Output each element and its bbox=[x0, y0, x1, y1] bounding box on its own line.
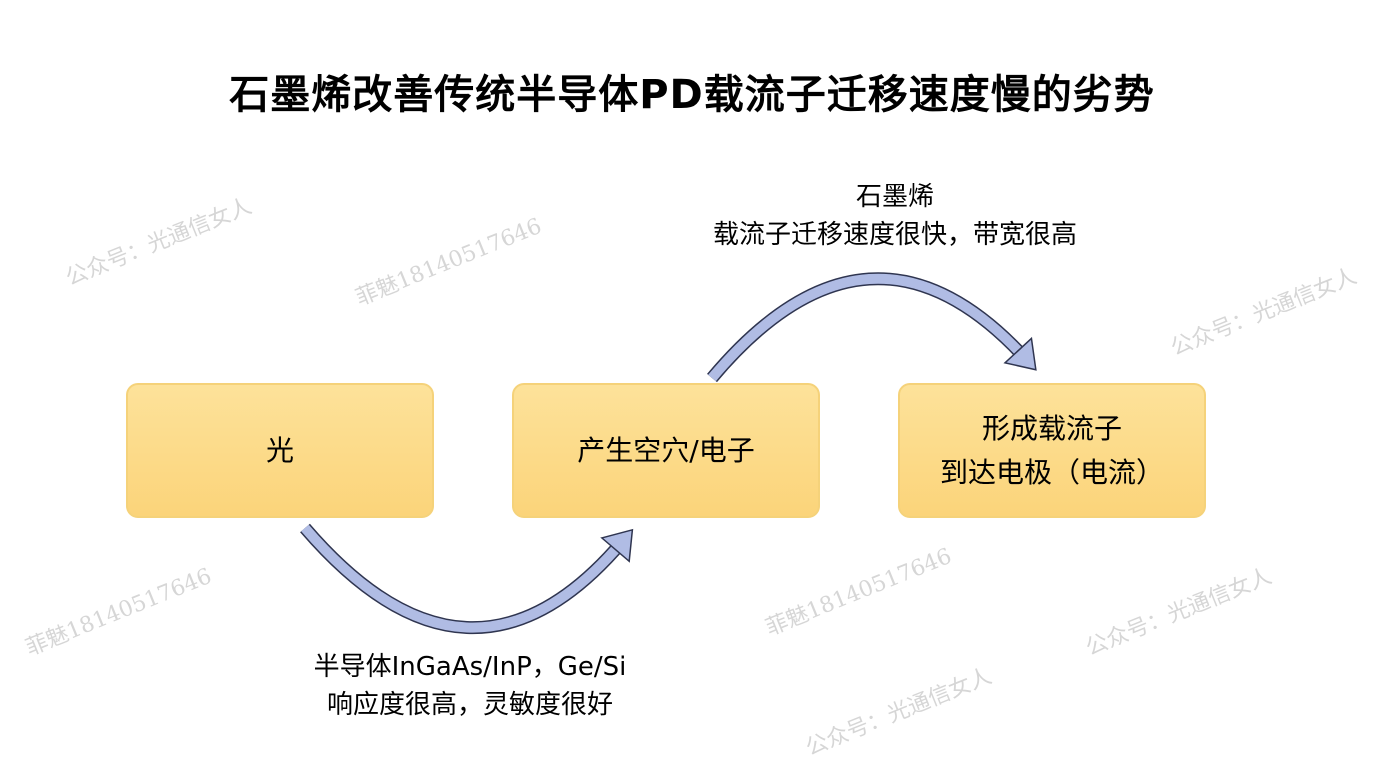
box-current: 形成载流子 到达电极（电流） bbox=[898, 383, 1206, 518]
box-text: 形成载流子 bbox=[981, 411, 1122, 445]
semiconductor-label: 半导体InGaAs/InP，Ge/Si 响应度很高，灵敏度很好 bbox=[240, 648, 700, 724]
bottom-curved-arrow bbox=[300, 523, 634, 635]
box-text: 产生空穴/电子 bbox=[577, 433, 755, 467]
box-text: 到达电极（电流） bbox=[939, 455, 1164, 489]
slide-title: 石墨烯改善传统半导体PD载流子迁移速度慢的劣势 bbox=[229, 72, 1155, 118]
box-generate-carriers: 产生空穴/电子 bbox=[512, 383, 820, 518]
box-text: 光 bbox=[265, 433, 294, 467]
top-curved-arrow bbox=[707, 272, 1037, 383]
graphene-label: 石墨烯 载流子迁移速度很快，带宽很高 bbox=[640, 178, 1150, 254]
label-line: 载流子迁移速度很快，带宽很高 bbox=[712, 220, 1077, 250]
label-line: 石墨烯 bbox=[855, 182, 934, 212]
box-light: 光 bbox=[126, 383, 434, 518]
label-line: 半导体InGaAs/InP，Ge/Si bbox=[313, 652, 627, 682]
label-line: 响应度很高，灵敏度很好 bbox=[326, 690, 613, 720]
